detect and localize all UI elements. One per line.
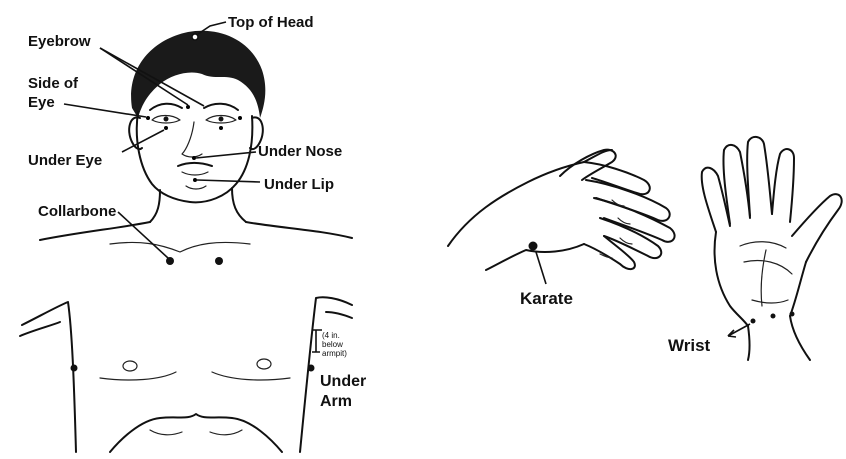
top-of-head-label: Top of Head — [228, 14, 314, 31]
under-nose-label: Under Nose — [258, 143, 342, 160]
collarbone-label: Collarbone — [38, 203, 116, 220]
torso-illustration — [20, 297, 352, 452]
side-of-eye-label-line1: Side of — [28, 75, 79, 92]
top-of-head-point — [192, 34, 198, 40]
under-eye-label: Under Eye — [28, 152, 102, 169]
karate-label: Karate — [520, 289, 573, 308]
wrist-point-2 — [771, 314, 776, 319]
under-eye-point-left — [164, 126, 168, 130]
under-eye-point-right — [219, 126, 223, 130]
wrist-point-1 — [751, 319, 756, 324]
under-arm-note-line1: (4 in. — [322, 331, 340, 340]
under-arm-label-line1: Under — [320, 373, 366, 390]
eyebrow-point — [186, 105, 190, 109]
eyebrow-label: Eyebrow — [28, 33, 91, 50]
karate-hand-illustration — [448, 150, 675, 270]
karate-point — [529, 242, 538, 251]
under-arm-label-line2: Arm — [320, 393, 352, 410]
side-of-eye-point-right — [238, 116, 242, 120]
under-arm-note-line2: below — [322, 340, 343, 349]
under-lip-label: Under Lip — [264, 176, 334, 193]
under-arm-note-line3: armpit) — [322, 349, 347, 358]
collarbone-point-right — [215, 257, 223, 265]
side-of-eye-point — [146, 116, 150, 120]
wrist-point-3 — [790, 312, 795, 317]
side-of-eye-label-line2: Eye — [28, 94, 55, 111]
under-nose-point — [192, 156, 196, 160]
palm-hand-illustration — [702, 137, 842, 360]
wrist-label: Wrist — [668, 336, 711, 355]
under-lip-point — [193, 178, 197, 182]
under-arm-point-right — [308, 365, 315, 372]
under-arm-point-left — [71, 365, 78, 372]
